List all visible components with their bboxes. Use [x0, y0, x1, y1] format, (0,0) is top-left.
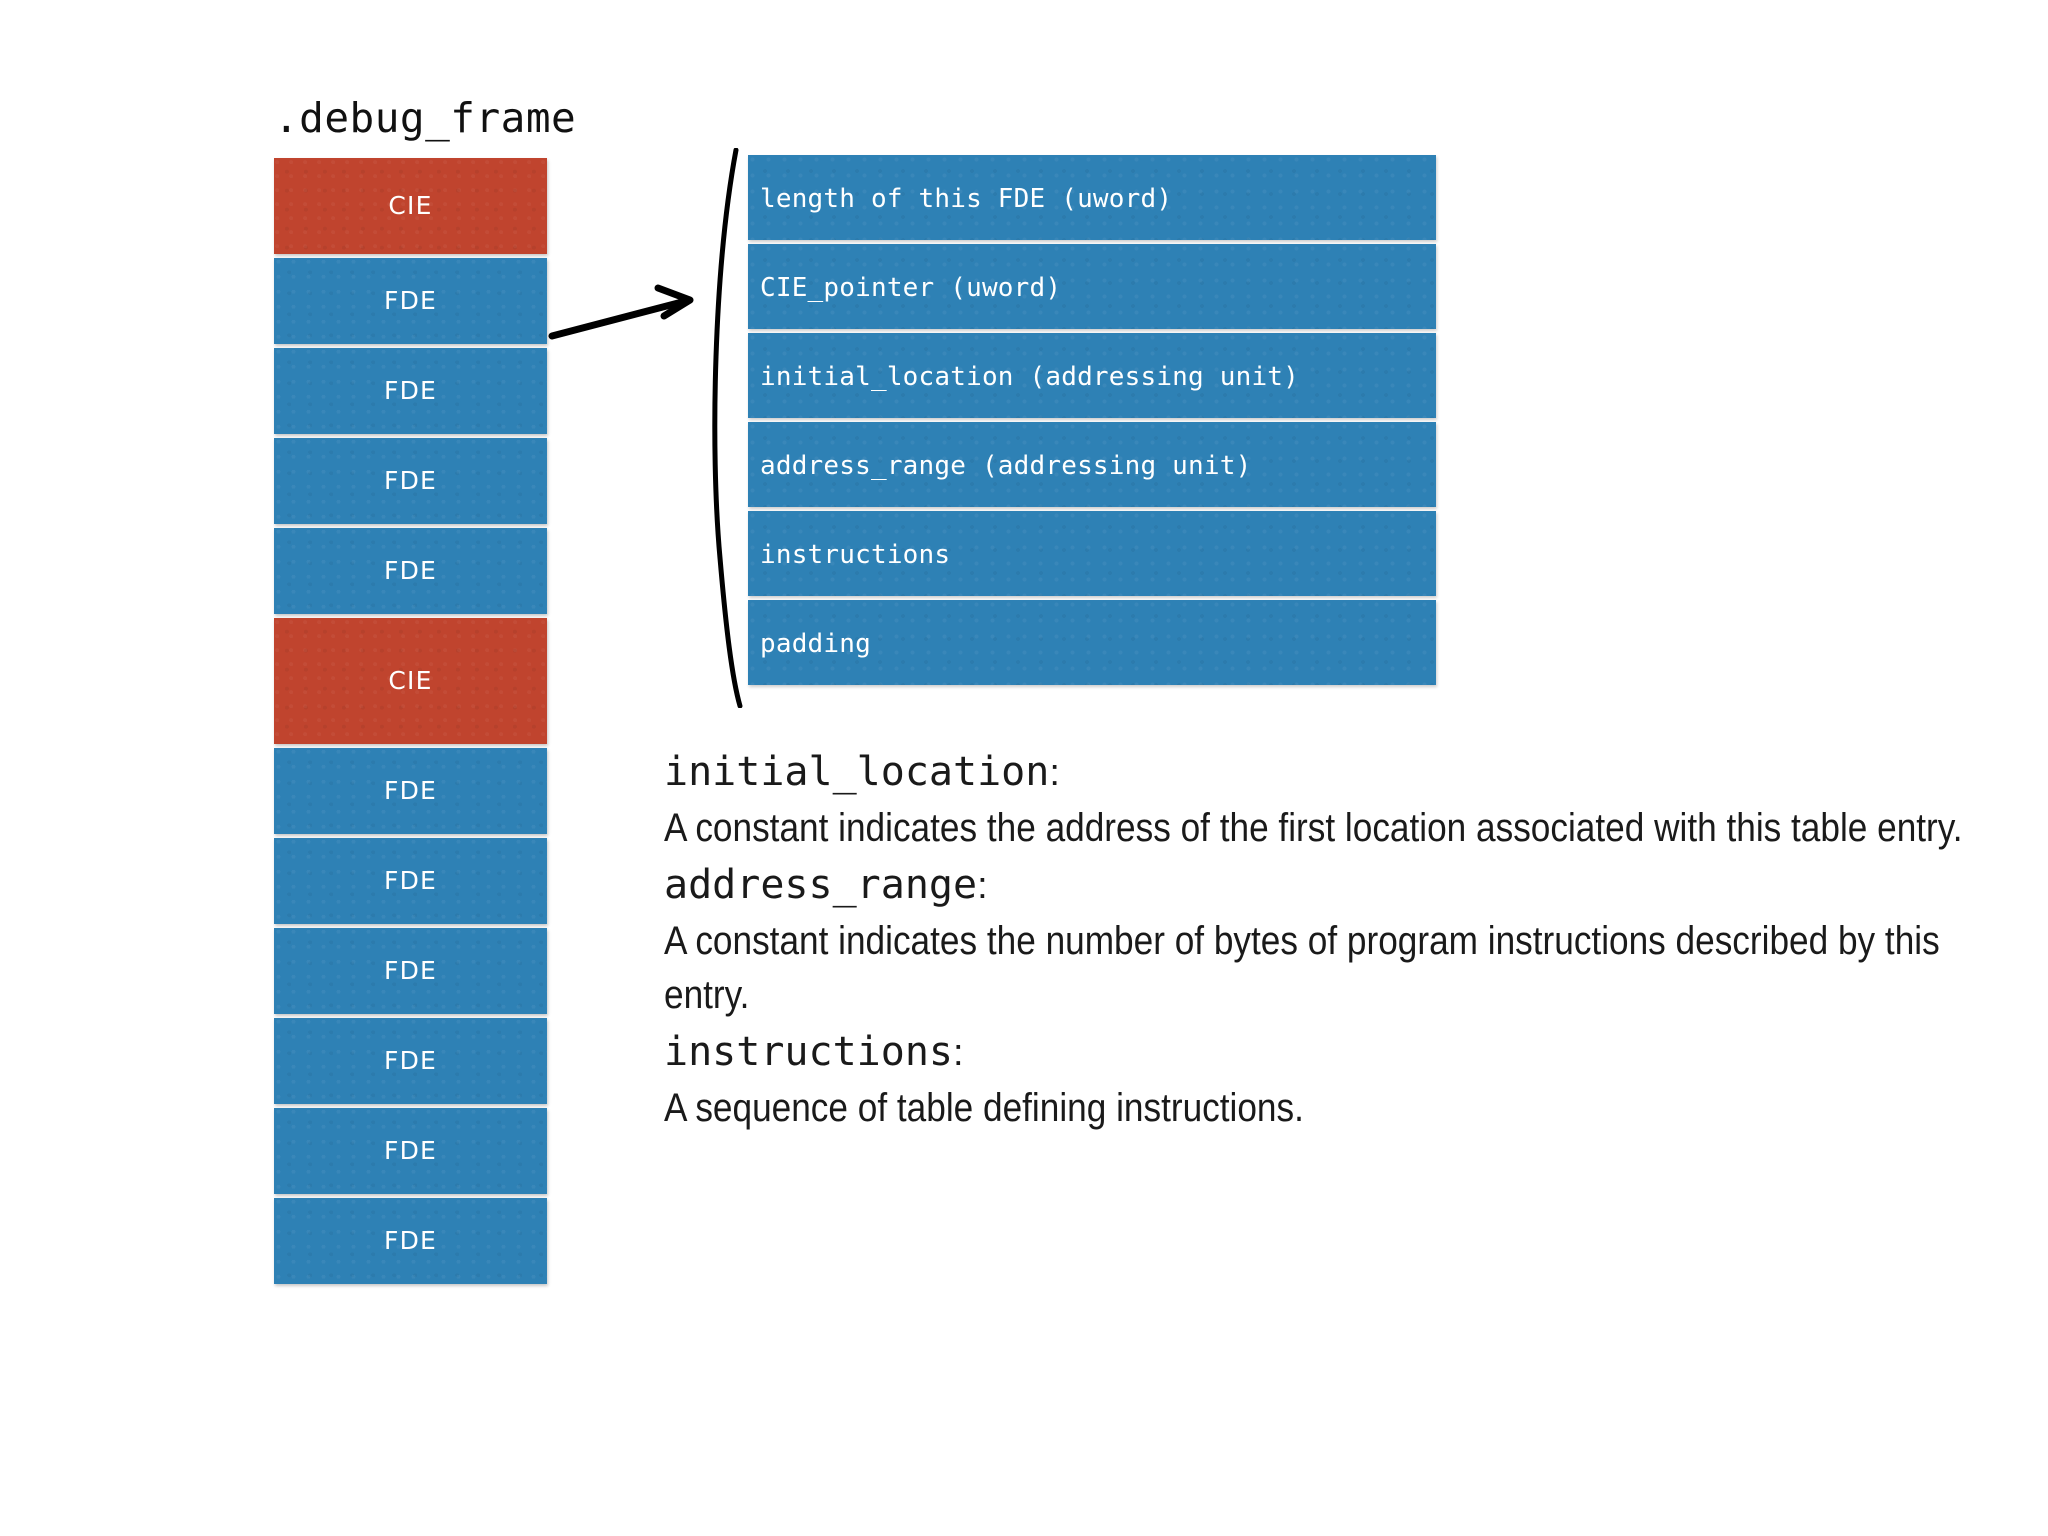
description-term-name: initial_location [664, 749, 1050, 795]
frame-block-fde: FDE [274, 1108, 547, 1194]
frame-block-cie: CIE [274, 158, 547, 254]
description-body: A constant indicates the address of the … [664, 806, 1963, 850]
fde-field-label: padding [760, 628, 871, 659]
frame-block-label: FDE [383, 775, 438, 805]
description-term: initial_location: [664, 744, 1994, 801]
frame-block-fde: FDE [274, 528, 547, 614]
description-term-colon: : [977, 865, 988, 907]
pointer-arrow-icon [548, 284, 694, 340]
fde-field-row: address_range (addressing unit) [748, 422, 1436, 507]
page-title: .debug_frame [274, 94, 577, 142]
frame-block-label: FDE [383, 1135, 438, 1165]
frame-block-fde: FDE [274, 928, 547, 1014]
description-term: instructions: [664, 1024, 1994, 1081]
description-term-colon: : [1049, 752, 1060, 794]
description-term-name: instructions [664, 1029, 953, 1075]
fde-field-row: instructions [748, 511, 1436, 596]
frame-block-cie: CIE [274, 618, 547, 744]
frame-block-fde: FDE [274, 1018, 547, 1104]
debug-frame-stack: CIE FDE FDE FDE FDE CIE FDE FDE FDE FDE FDE FDE [274, 158, 547, 1288]
description-term-name: address_range [664, 862, 978, 908]
frame-block-label: FDE [383, 865, 438, 895]
fde-brace-icon [712, 148, 743, 708]
frame-block-label: FDE [383, 555, 438, 585]
fde-field-row: length of this FDE (uword) [748, 155, 1436, 240]
frame-block-fde: FDE [274, 258, 547, 344]
description-term: address_range: [664, 857, 1994, 914]
frame-block-label: FDE [383, 1045, 438, 1075]
description-body: A constant indicates the number of bytes… [664, 919, 1940, 1017]
fde-field-label: address_range (addressing unit) [760, 450, 1252, 481]
frame-block-fde: FDE [274, 348, 547, 434]
fde-detail-table: length of this FDE (uword) CIE_pointer (u… [748, 155, 1436, 689]
fde-field-label: length of this FDE (uword) [760, 183, 1173, 214]
frame-block-label: CIE [388, 190, 433, 220]
fde-field-label: instructions [760, 539, 951, 570]
fde-field-row: padding [748, 600, 1436, 685]
frame-block-label: FDE [383, 465, 438, 495]
frame-block-label: FDE [383, 1225, 438, 1255]
frame-block-label: FDE [383, 375, 438, 405]
fde-field-label: CIE_pointer (uword) [760, 272, 1062, 303]
frame-block-label: CIE [388, 665, 433, 695]
frame-block-fde: FDE [274, 1198, 547, 1284]
description-term-colon: : [952, 1032, 964, 1074]
fde-field-row: initial_location (addressing unit) [748, 333, 1436, 418]
frame-block-fde: FDE [274, 838, 547, 924]
frame-block-fde: FDE [274, 748, 547, 834]
fde-field-label: initial_location (addressing unit) [760, 361, 1300, 392]
frame-block-label: FDE [383, 285, 438, 315]
frame-block-label: FDE [383, 955, 438, 985]
description-block: initial_location: A constant indicates th… [664, 744, 1994, 1137]
frame-block-fde: FDE [274, 438, 547, 524]
fde-field-row: CIE_pointer (uword) [748, 244, 1436, 329]
description-body: A sequence of table defining instruction… [664, 1086, 1304, 1130]
